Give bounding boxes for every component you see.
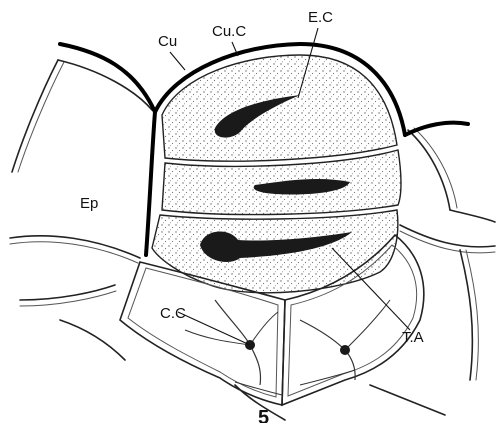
label-ep: Ep <box>80 195 98 212</box>
label-ec: E.C <box>308 9 333 26</box>
label-cu: Cu <box>158 33 177 50</box>
figure-number: 5 <box>258 407 269 423</box>
label-ta: T.A <box>402 329 424 346</box>
label-cuc: Cu.C <box>212 23 246 40</box>
label-cc: C.C <box>160 305 186 322</box>
